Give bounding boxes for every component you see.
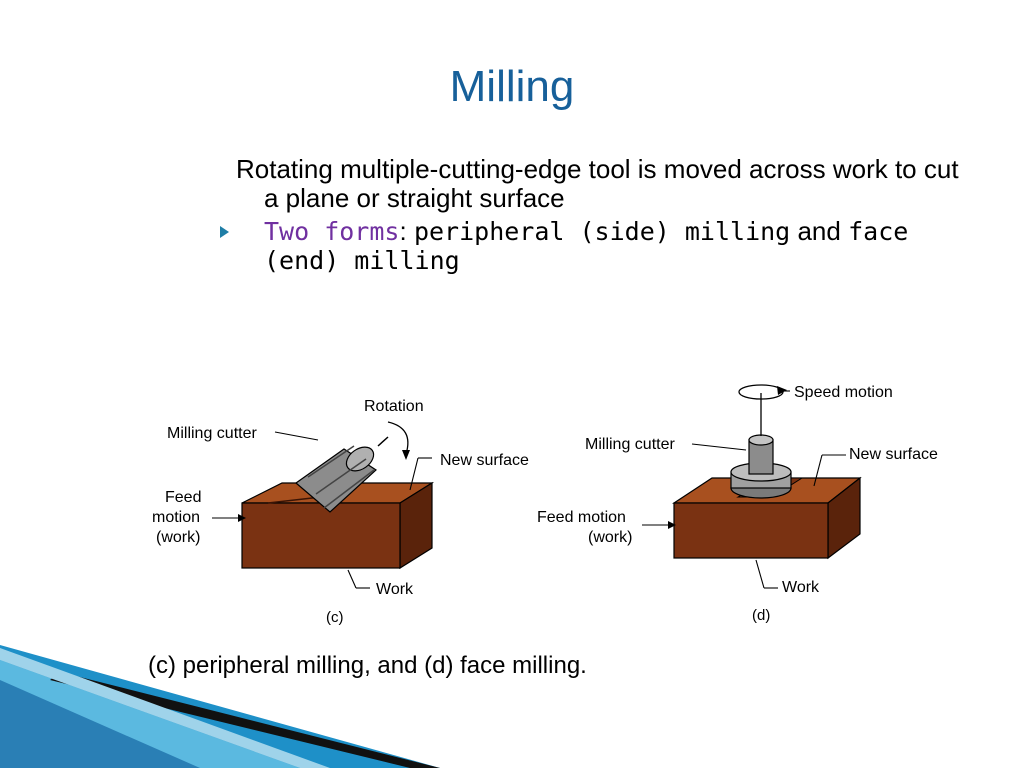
- label-work-paren-d: (work): [588, 529, 632, 546]
- bullet-and: and: [797, 216, 841, 246]
- bullet-colon: :: [399, 216, 407, 246]
- label-milling-cutter-d: Milling cutter: [585, 436, 675, 453]
- label-work-paren-c: (work): [156, 529, 200, 546]
- paragraph-description: Rotating multiple-cutting-edge tool is m…: [236, 154, 959, 213]
- label-milling-cutter-c: Milling cutter: [167, 425, 257, 442]
- label-motion: motion: [152, 509, 200, 526]
- label-work-c: Work: [376, 581, 414, 598]
- label-new-surface-d: New surface: [849, 446, 938, 463]
- bullet-triangle-icon: [220, 226, 229, 238]
- figure-caption: (c) peripheral milling, and (d) face mil…: [148, 652, 587, 679]
- label-speed-motion: Speed motion: [794, 384, 893, 401]
- label-new-surface-c: New surface: [440, 452, 529, 469]
- slide-body: Rotating multiple-cutting-edge tool is m…: [220, 154, 976, 275]
- label-feed-motion: Feed motion: [537, 509, 626, 526]
- term-peripheral-milling: peripheral (side) milling: [413, 217, 791, 246]
- bullet-two-forms: Two forms: peripheral (side) milling and…: [220, 216, 976, 275]
- peripheral-cutter-icon: [295, 445, 377, 513]
- bullet-lead: Two forms: [264, 217, 400, 246]
- label-figure-c: (c): [326, 609, 344, 626]
- label-rotation: Rotation: [364, 398, 424, 415]
- slide-title: Milling: [449, 62, 575, 111]
- label-feed: Feed: [165, 489, 201, 506]
- face-cutter-icon: [730, 434, 792, 499]
- term-face-milling: face (end) milling: [264, 217, 909, 275]
- figure-d-face: Speed motion Milling cutter New surface …: [537, 384, 938, 624]
- label-figure-d: (d): [752, 607, 770, 624]
- figure-c-peripheral: Rotation Milling cutter New surface Feed…: [152, 398, 529, 626]
- label-work-d: Work: [782, 579, 820, 596]
